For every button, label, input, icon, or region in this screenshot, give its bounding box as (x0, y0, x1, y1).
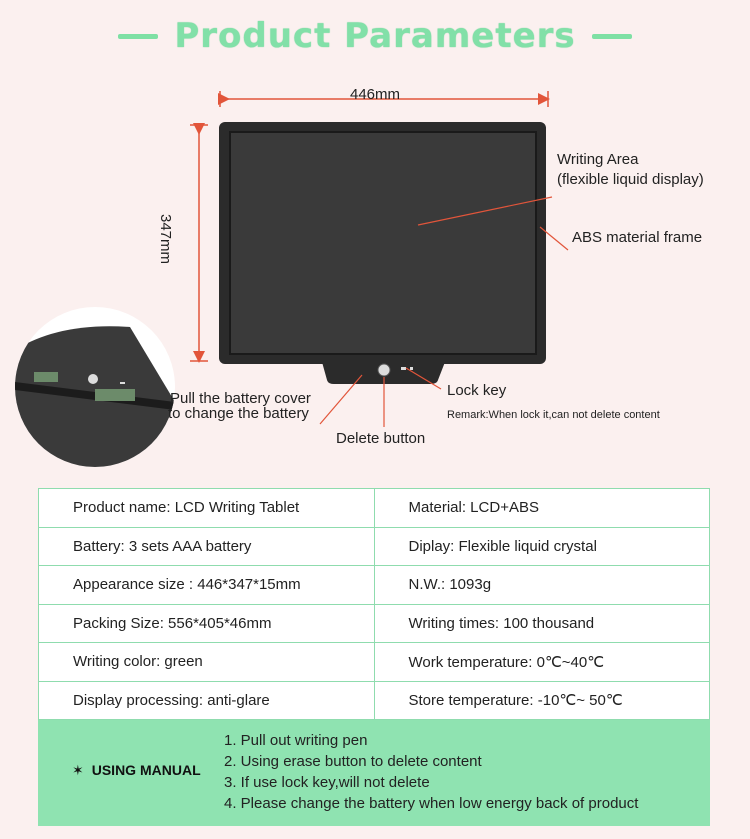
width-dimension-label: 446mm (350, 86, 401, 103)
height-dimension-label: 347mm (157, 214, 174, 265)
delete-button-label: Delete button (336, 430, 426, 447)
spec-cell: Display processing: anti-glare (38, 680, 375, 720)
spec-cell: N.W.: 1093g (373, 565, 710, 605)
delete-button-illustration (377, 363, 391, 377)
manual-steps: 1. Pull out writing pen 2. Using erase b… (224, 730, 638, 814)
list-item: 2. Using erase button to delete content (224, 753, 482, 770)
spec-cell: Writing color: green (38, 642, 375, 682)
battery-label-line2: to change the battery (168, 405, 309, 422)
title-dash-left (118, 33, 159, 39)
title-row: Product Parameters (0, 0, 750, 72)
product-diagram: 446mm 347mm Writing Area (flexible liqui… (0, 72, 750, 472)
spec-cell: Writing times: 100 thousand (373, 603, 710, 643)
spec-cell: Material: LCD+ABS (373, 488, 710, 528)
spec-cell: Product name: LCD Writing Tablet (38, 488, 375, 528)
list-item: 1. Pull out writing pen (224, 732, 368, 749)
using-manual-panel: ✶ USING MANUAL 1. Pull out writing pen 2.… (38, 720, 710, 826)
table-row: Writing color: green Work temperature: 0… (38, 642, 710, 682)
spec-cell: Battery: 3 sets AAA battery (38, 526, 375, 566)
table-row: Packing Size: 556*405*46mm Writing times… (38, 603, 710, 643)
spec-cell: Diplay: Flexible liquid crystal (373, 526, 710, 566)
page-title: Product Parameters (174, 16, 576, 56)
list-item: 3. If use lock key,will not delete (224, 774, 430, 791)
spec-cell: Store temperature: -10℃~ 50℃ (373, 680, 710, 720)
spec-cell: Work temperature: 0℃~40℃ (373, 642, 710, 682)
lock-remark: Remark:When lock it,can not delete conte… (447, 409, 660, 421)
lock-key-label: Lock key (447, 382, 507, 399)
spec-table: Product name: LCD Writing Tablet Materia… (38, 488, 710, 720)
star-icon: ✶ (72, 762, 84, 778)
frame-label: ABS material frame (572, 229, 703, 246)
manual-title: ✶ USING MANUAL (72, 762, 201, 779)
table-row: Appearance size : 446*347*15mm N.W.: 109… (38, 565, 710, 605)
battery-label-line1: Pull the battery cover (170, 390, 311, 407)
writing-area-sublabel: (flexible liquid display) (557, 171, 704, 188)
spec-cell: Packing Size: 556*405*46mm (38, 603, 375, 643)
manual-title-text: USING MANUAL (91, 762, 201, 778)
table-row: Display processing: anti-glare Store tem… (38, 680, 710, 720)
tablet-illustration (15, 91, 569, 467)
writing-area-label: Writing Area (557, 151, 639, 168)
list-item: 4. Please change the battery when low en… (224, 795, 639, 812)
title-dash-right (591, 33, 632, 39)
spec-cell: Appearance size : 446*347*15mm (38, 565, 375, 605)
table-row: Product name: LCD Writing Tablet Materia… (38, 488, 710, 528)
table-row: Battery: 3 sets AAA battery Diplay: Flex… (38, 526, 710, 566)
